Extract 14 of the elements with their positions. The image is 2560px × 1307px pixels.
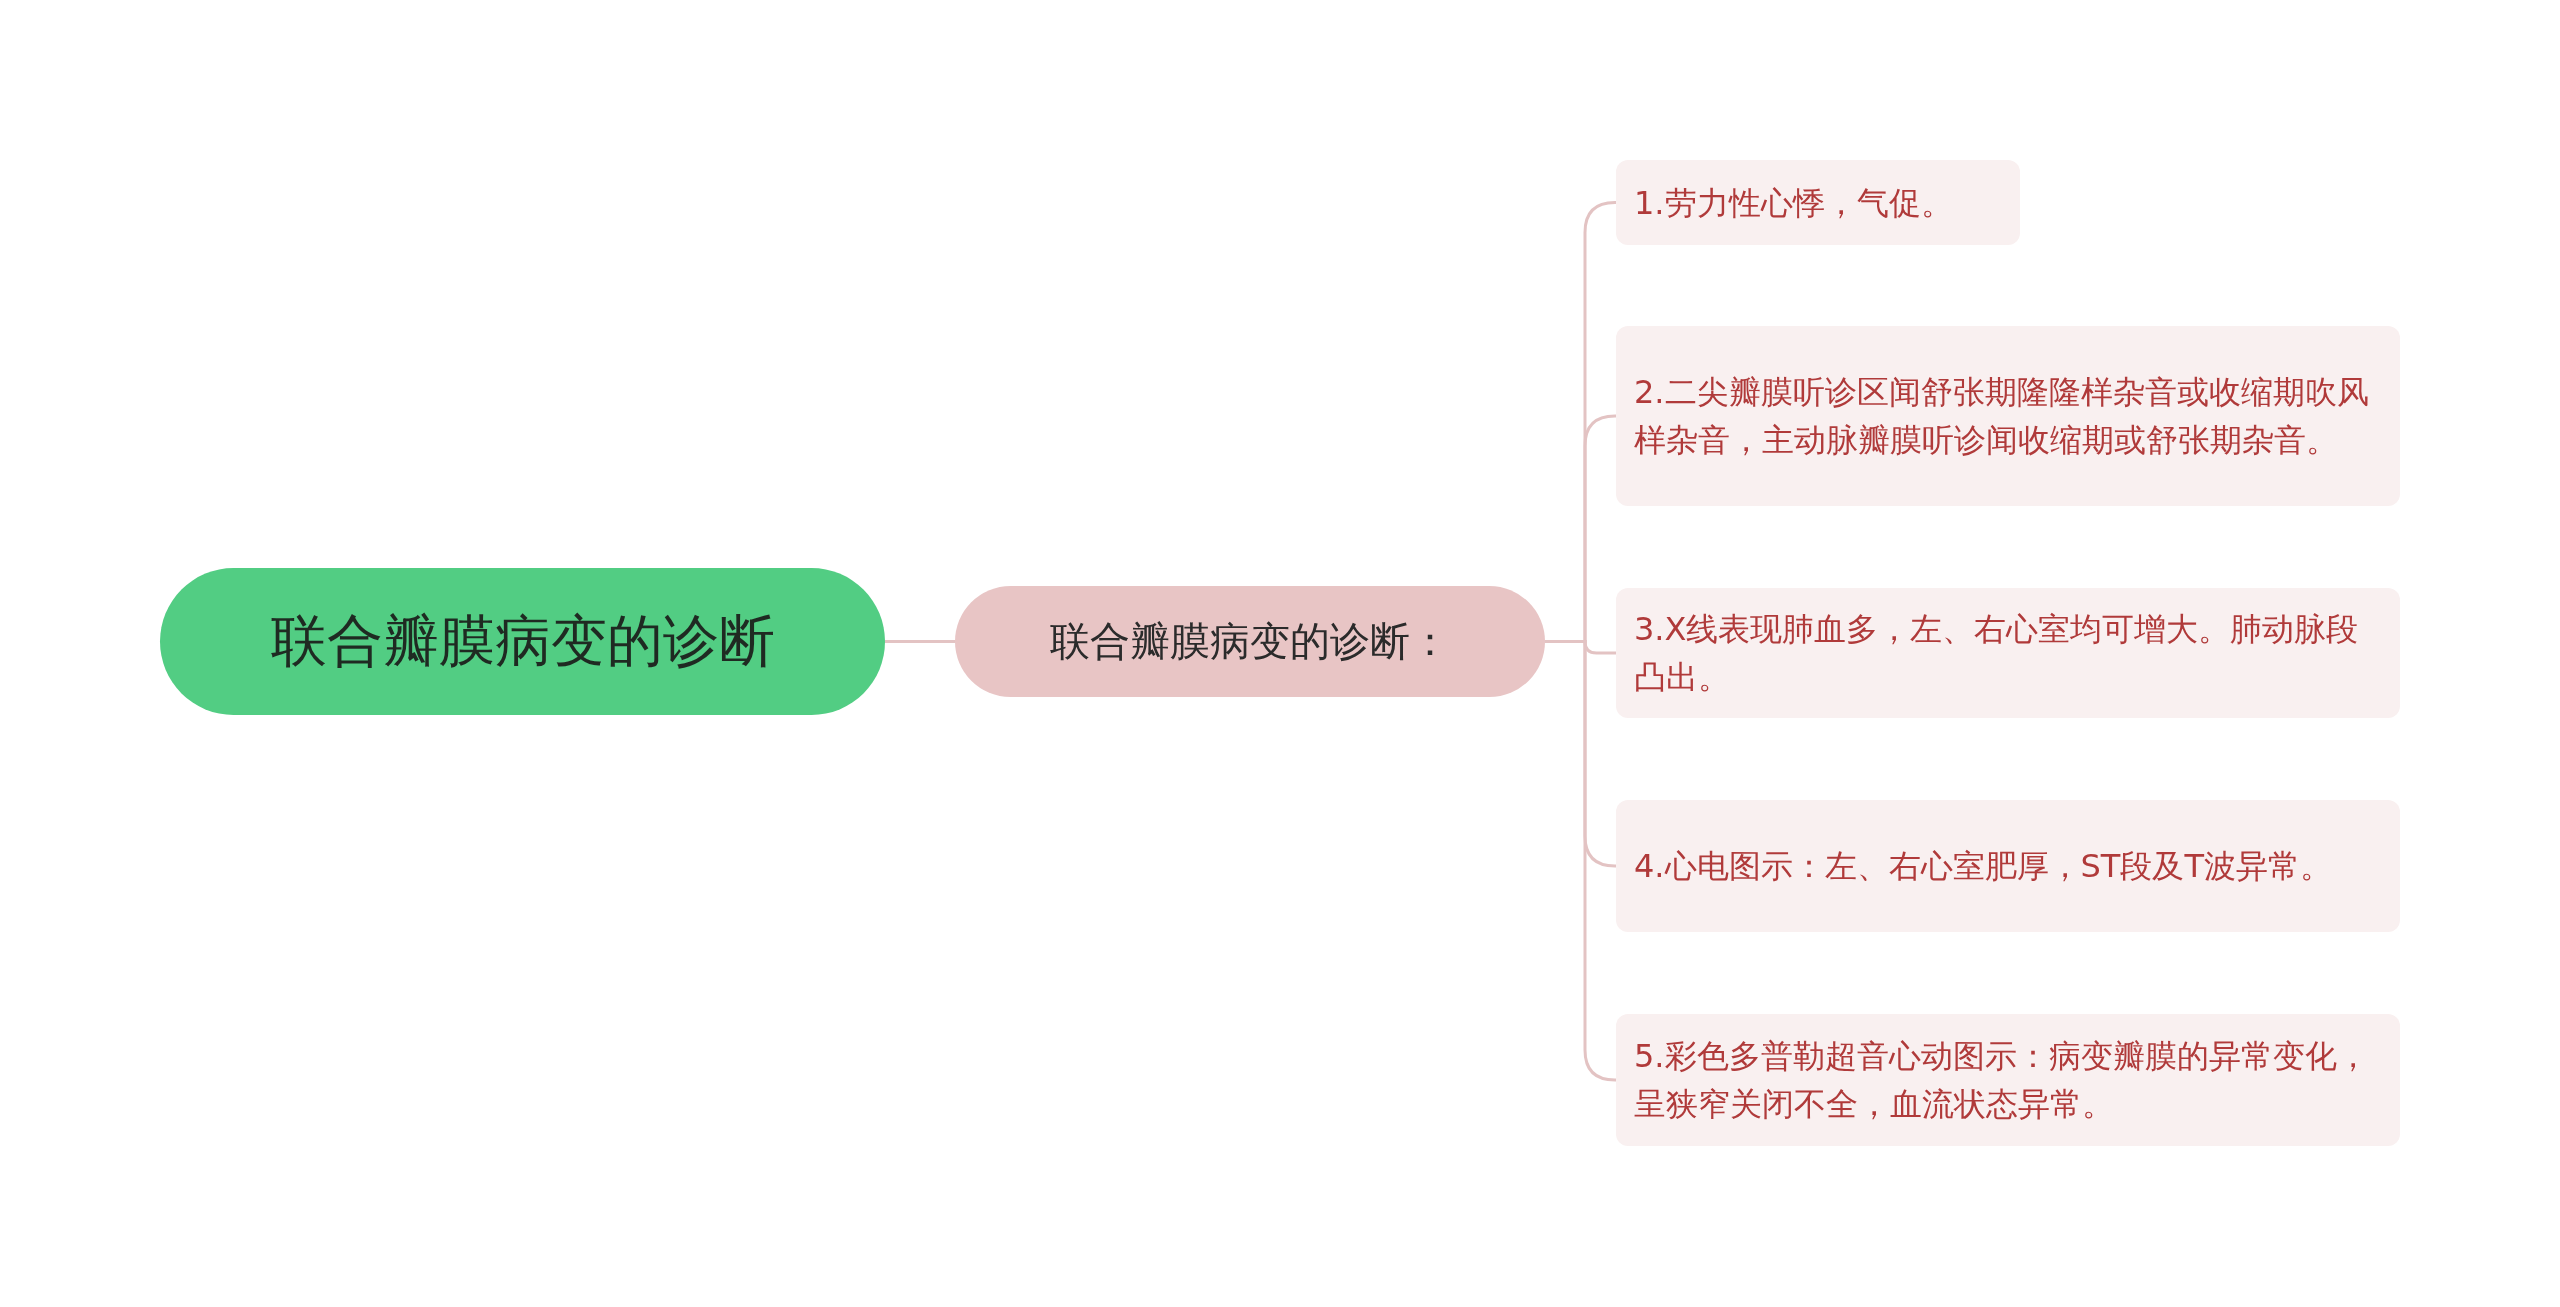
- leaf-topic-node: [1616, 326, 2400, 506]
- leaf-topic-node: [1616, 800, 2400, 932]
- leaf-topic-node: [1616, 1014, 2400, 1146]
- topic-text: 5.彩色多普勒超音心动图示：病变瓣膜的异常变化，呈狭窄关闭不全，血流状态异常。: [1634, 1036, 2370, 1125]
- topic-text: 3.X线表现肺血多，左、右心室均可增大。肺动脉段凸出。: [1634, 609, 2360, 698]
- topic-text: 联合瓣膜病变的诊断: [270, 606, 775, 675]
- leaf-topic-node: [1616, 588, 2400, 718]
- leaf-topic-node: [1616, 160, 2020, 245]
- topic-text: 4.心电图示：左、右心室肥厚，ST段及T波异常。: [1634, 846, 2332, 887]
- connector-line: [1545, 640, 1617, 1082]
- topic-text: 1.劳力性心悸，气促。: [1634, 182, 1953, 224]
- topic-text: 联合瓣膜病变的诊断：: [1050, 617, 1450, 666]
- connector-line: [885, 640, 955, 643]
- topic-text: 2.二尖瓣膜听诊区闻舒张期隆隆样杂音或收缩期吹风样杂音，主动脉瓣膜听诊闻收缩期或舒张期杂音。: [1634, 372, 2370, 461]
